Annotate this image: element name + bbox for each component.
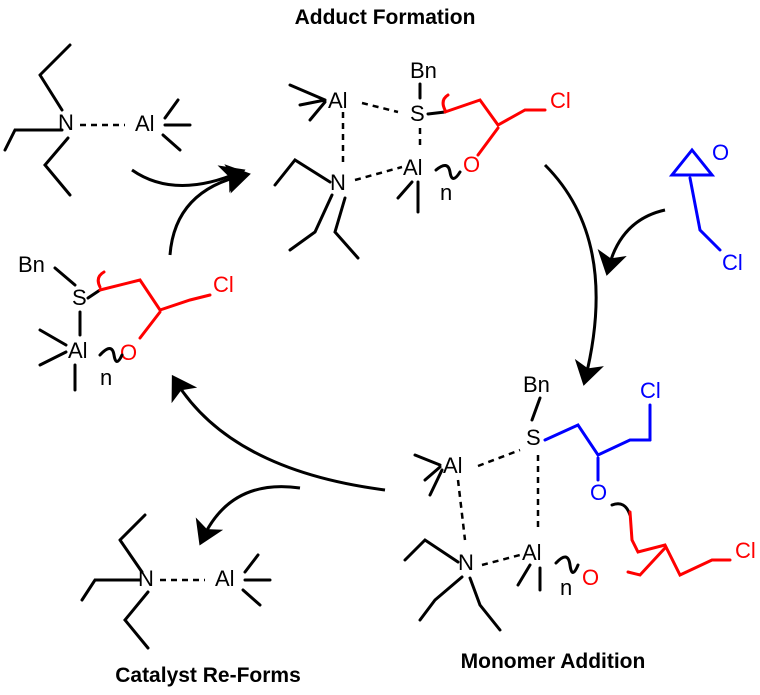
cycle-arrow-bottom-to-left xyxy=(171,374,386,492)
catalyst-complex-bottom: N Al xyxy=(80,513,272,650)
catalyst-enter-arrow xyxy=(131,165,246,193)
nitrogen-atom: N xyxy=(330,170,346,195)
monomer-addition-complex: Al Bn S Cl O Cl O N Al n xyxy=(403,372,756,632)
repeat-index: n xyxy=(440,180,452,205)
aluminum-atom: Al xyxy=(328,88,348,113)
repeat-index: n xyxy=(560,575,572,600)
methyl-bonds xyxy=(288,83,327,122)
cycle-arrow-left-to-top xyxy=(168,164,251,256)
polymer-bracket xyxy=(554,555,580,574)
chlorine-atom: Cl xyxy=(722,250,743,275)
chlorine-atom: Cl xyxy=(213,272,234,297)
chlorine-atom: Cl xyxy=(640,378,661,403)
oxygen-atom: O xyxy=(120,340,137,365)
sulfur-atom: S xyxy=(72,285,87,310)
methyl-bonds xyxy=(161,98,192,152)
dative-bond xyxy=(361,101,399,114)
oxygen-atom: O xyxy=(582,565,599,590)
polymer-intermediate-left: Bn S Cl O Al n xyxy=(18,252,234,392)
adduct-complex: Al Bn S Cl O N Al n xyxy=(273,58,571,260)
adduct-formation-title: Adduct Formation xyxy=(295,6,476,29)
al-n-dative-bond xyxy=(456,479,467,541)
ethyl-bond xyxy=(333,196,360,260)
oxygen-atom: O xyxy=(712,140,729,165)
n-al-dative-bond xyxy=(481,553,521,567)
oxygen-atom: O xyxy=(590,480,607,505)
methyl-bonds xyxy=(396,180,420,214)
aluminum-atom: Al xyxy=(403,155,423,180)
benzyl-label: Bn xyxy=(410,58,437,83)
ethyl-bond xyxy=(118,513,147,574)
aluminum-atom: Al xyxy=(443,453,463,478)
aluminum-atom: Al xyxy=(135,111,155,136)
ethyl-bond xyxy=(38,43,72,112)
sulfur-atom: S xyxy=(410,101,425,126)
ethyl-bond xyxy=(403,538,460,564)
aluminum-atom: Al xyxy=(522,540,542,565)
ethyl-bond xyxy=(273,158,332,187)
ethyl-bond xyxy=(418,575,464,622)
polymer-chain xyxy=(626,546,667,577)
chlorine-atom: Cl xyxy=(550,88,571,113)
aluminum-atom: Al xyxy=(68,338,88,363)
nitrogen-atom: N xyxy=(458,550,474,575)
polymer-bracket xyxy=(610,502,632,517)
catalyst-reforms-title: Catalyst Re-Forms xyxy=(115,664,301,687)
s-bn-bond xyxy=(53,266,77,287)
methyl-bonds xyxy=(241,553,272,607)
polymer-chain xyxy=(476,126,500,157)
aluminum-atom: Al xyxy=(215,566,235,591)
s-chain-bond xyxy=(426,110,447,116)
methyl-bonds xyxy=(516,563,542,592)
methyl-bonds xyxy=(413,453,444,497)
ethyl-bond xyxy=(468,576,502,632)
n-al-dative-bond xyxy=(354,165,403,182)
catalyst-complex-top-left: N Al xyxy=(3,43,192,197)
ethyl-bond xyxy=(3,128,64,152)
monomer-enter-arrow xyxy=(597,208,666,276)
cycle-arrow-top-to-bottom xyxy=(543,163,604,386)
polymer-chain xyxy=(96,270,212,312)
polymer-bracket xyxy=(98,347,124,363)
nitrogen-atom: N xyxy=(138,566,154,591)
polymer-chain xyxy=(441,93,547,127)
dative-bond xyxy=(477,448,521,468)
polymer-chain xyxy=(628,510,732,577)
benzyl-label: Bn xyxy=(523,372,550,397)
ethyl-bond xyxy=(288,193,334,252)
epichlorohydrin-monomer: O Cl xyxy=(668,140,743,275)
polymer-bracket xyxy=(434,164,462,180)
chloromethyl-bond xyxy=(688,176,722,252)
benzyl-label: Bn xyxy=(18,252,45,277)
s-chain-bond xyxy=(86,288,102,300)
ethyl-bond xyxy=(43,136,72,197)
polymer-chain xyxy=(138,310,162,340)
methyl-bonds xyxy=(38,328,77,392)
ethyl-bond xyxy=(123,590,150,650)
repeat-index: n xyxy=(100,365,112,390)
catalyst-release-arrow xyxy=(195,485,301,546)
oxygen-atom: O xyxy=(463,152,480,177)
nitrogen-atom: N xyxy=(58,110,74,135)
monomer-addition-title: Monomer Addition xyxy=(461,650,646,673)
monomer-chain xyxy=(543,423,652,457)
sulfur-atom: S xyxy=(526,425,541,450)
ethyl-bond xyxy=(80,578,142,602)
epoxide-ring xyxy=(668,147,716,177)
chlorine-atom: Cl xyxy=(735,538,756,563)
s-bn-bond xyxy=(530,396,542,422)
